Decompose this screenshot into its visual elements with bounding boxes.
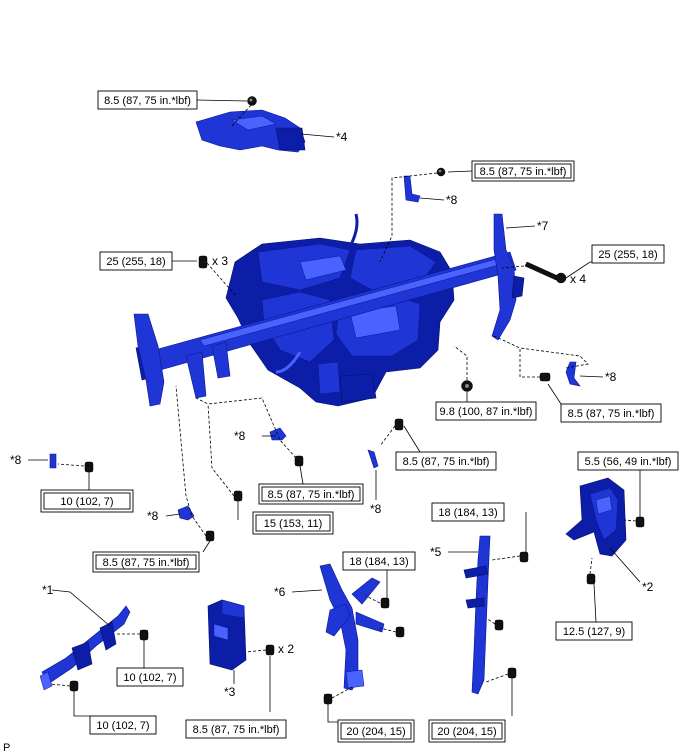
torque-value: 18 (184, 13) bbox=[349, 556, 408, 568]
bolt-icon bbox=[380, 597, 390, 609]
callout-part-4: *4 bbox=[336, 130, 348, 144]
bolt-icon bbox=[494, 619, 504, 631]
torque-value: 10 (102, 7) bbox=[96, 720, 149, 732]
torque-labels: 8.5 (87, 75 in.*lbf) 8.5 (87, 75 in.*lbf… bbox=[40, 90, 679, 743]
torque-value: 8.5 (87, 75 in.*lbf) bbox=[403, 456, 490, 468]
quantity-x4: x 4 bbox=[570, 272, 586, 286]
bolt-icon bbox=[84, 461, 94, 473]
callout-part-7: *7 bbox=[537, 219, 549, 233]
torque-value: 8.5 (87, 75 in.*lbf) bbox=[268, 489, 355, 501]
part-2-module bbox=[565, 477, 627, 557]
torque-value: 8.5 (87, 75 in.*lbf) bbox=[568, 408, 655, 420]
bolt-icon bbox=[294, 455, 304, 467]
torque-label: 9.8 (100, 87 in.*lbf) bbox=[435, 401, 537, 421]
bolt-icon bbox=[265, 644, 275, 656]
part-8-clip-mid bbox=[367, 449, 379, 469]
part-3-ecu bbox=[207, 599, 247, 671]
torque-value: 8.5 (87, 75 in.*lbf) bbox=[104, 95, 191, 107]
torque-label: 10 (102, 7) bbox=[40, 489, 134, 513]
torque-value: 18 (184, 13) bbox=[438, 507, 497, 519]
torque-value: 25 (255, 18) bbox=[106, 256, 165, 268]
torque-label: 8.5 (87, 75 in.*lbf) bbox=[471, 160, 575, 182]
callout-part-3: *3 bbox=[224, 685, 236, 699]
callout-part-2: *2 bbox=[642, 580, 654, 594]
leader-lines bbox=[28, 99, 641, 723]
torque-label: 8.5 (87, 75 in.*lbf) bbox=[185, 719, 287, 739]
torque-label: 18 (184, 13) bbox=[431, 502, 505, 522]
nut-icon bbox=[461, 380, 473, 392]
torque-label: 8.5 (87, 75 in.*lbf) bbox=[97, 90, 198, 110]
torque-value: 8.5 (87, 75 in.*lbf) bbox=[480, 166, 567, 178]
fasteners bbox=[69, 96, 645, 705]
torque-value: 20 (204, 15) bbox=[437, 726, 496, 738]
installation-lines bbox=[49, 104, 637, 699]
torque-label: 8.5 (87, 75 in.*lbf) bbox=[395, 451, 497, 471]
bolt-icon bbox=[139, 629, 149, 641]
torque-label: 25 (255, 18) bbox=[591, 244, 665, 264]
callout-part-8: *8 bbox=[446, 193, 458, 207]
quantity-marks: x 3 x 4 x 2 bbox=[212, 254, 586, 656]
bolt-icon bbox=[69, 680, 79, 692]
callout-part-8: *8 bbox=[10, 453, 22, 467]
torque-value: 9.8 (100, 87 in.*lbf) bbox=[440, 406, 533, 418]
bolt-icon bbox=[507, 667, 517, 679]
torque-label: 8.5 (87, 75 in.*lbf) bbox=[258, 483, 364, 505]
bolt-icon bbox=[635, 516, 645, 528]
callout-part-6: *6 bbox=[274, 585, 286, 599]
torque-label: 10 (102, 7) bbox=[116, 667, 184, 687]
bolt-icon bbox=[394, 418, 404, 431]
callout-part-8: *8 bbox=[234, 429, 246, 443]
torque-label: 8.5 (87, 75 in.*lbf) bbox=[92, 551, 200, 573]
bolt-icon bbox=[233, 490, 243, 502]
torque-value: 8.5 (87, 75 in.*lbf) bbox=[193, 724, 280, 736]
part-8-clip-mid-left bbox=[269, 427, 287, 441]
bolt-icon bbox=[323, 693, 333, 705]
bolt-icon bbox=[436, 167, 446, 177]
torque-label: 5.5 (56, 49 in.*lbf) bbox=[577, 451, 679, 471]
torque-value: 20 (204, 15) bbox=[346, 726, 405, 738]
part-8-clip-lower-left bbox=[177, 505, 195, 521]
callout-part-8: *8 bbox=[605, 370, 617, 384]
part-8-clip-far-left bbox=[49, 453, 57, 469]
torque-label: 8.5 (87, 75 in.*lbf) bbox=[560, 403, 662, 423]
torque-label: 20 (204, 15) bbox=[428, 719, 506, 743]
part-6-brace bbox=[319, 563, 385, 691]
quantity-x2: x 2 bbox=[278, 642, 294, 656]
bolt-icon bbox=[539, 372, 551, 382]
callout-part-8: *8 bbox=[147, 509, 159, 523]
long-bolt-icon bbox=[524, 261, 567, 284]
callout-part-5: *5 bbox=[430, 545, 442, 559]
corner-mark: P bbox=[3, 742, 10, 754]
torque-label: 20 (204, 15) bbox=[337, 719, 415, 743]
torque-value: 12.5 (127, 9) bbox=[563, 626, 625, 638]
part-8-clip-top bbox=[403, 175, 421, 203]
callout-part-1: *1 bbox=[42, 583, 54, 597]
callout-marks: *4 *8 *7 *8 *8 *8 *8 *8 *5 *2 *6 *1 *3 bbox=[10, 130, 654, 699]
bolt-icon bbox=[198, 255, 208, 269]
part-hvac-assembly bbox=[133, 213, 525, 407]
torque-label: 18 (184, 13) bbox=[342, 551, 416, 571]
part-8-clip-right bbox=[565, 361, 581, 387]
torque-value: 8.5 (87, 75 in.*lbf) bbox=[103, 557, 190, 569]
bolt-icon bbox=[247, 96, 257, 106]
torque-label: 25 (255, 18) bbox=[99, 251, 173, 271]
bolt-icon bbox=[586, 573, 596, 585]
quantity-x3: x 3 bbox=[212, 254, 228, 268]
callout-part-8: *8 bbox=[370, 502, 382, 516]
bolt-icon bbox=[395, 626, 405, 638]
torque-value: 15 (153, 11) bbox=[264, 518, 323, 530]
torque-value: 10 (102, 7) bbox=[123, 672, 176, 684]
part-5-brace bbox=[463, 535, 491, 695]
bolt-icon bbox=[205, 530, 215, 542]
bolt-icon bbox=[519, 551, 529, 563]
torque-value: 5.5 (56, 49 in.*lbf) bbox=[585, 456, 672, 468]
torque-label: 15 (153, 11) bbox=[252, 511, 334, 535]
torque-label: 10 (102, 7) bbox=[89, 715, 157, 735]
torque-label: 12.5 (127, 9) bbox=[555, 621, 633, 641]
part-4-duct bbox=[195, 109, 306, 153]
torque-value: 25 (255, 18) bbox=[598, 249, 657, 261]
part-1-bracket bbox=[39, 605, 131, 691]
torque-value: 10 (102, 7) bbox=[60, 496, 113, 508]
